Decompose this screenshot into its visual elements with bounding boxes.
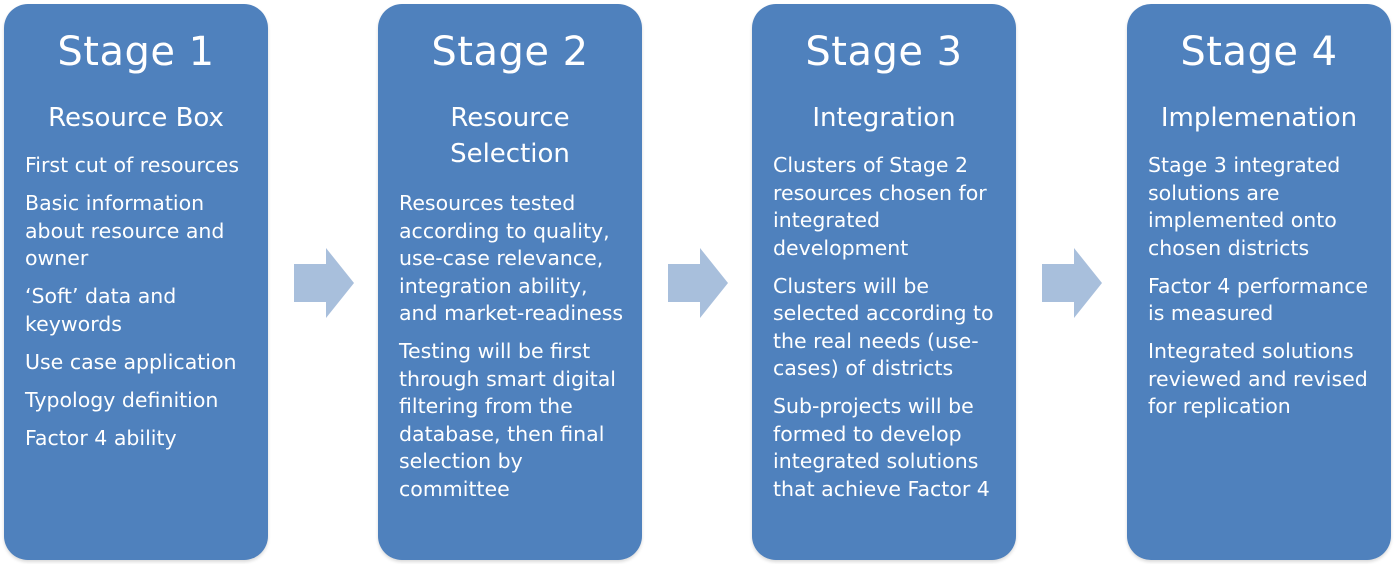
stage-item: Clusters of Stage 2 resources chosen for… <box>773 153 987 260</box>
stage-item: Use case application <box>25 349 237 374</box>
stage-subtitle: Implemenation <box>1160 103 1358 133</box>
right-arrow-icon <box>1042 248 1102 318</box>
stage-title: Stage 3 <box>805 29 963 75</box>
stage-title: Stage 1 <box>57 29 215 75</box>
stage-title: Stage 2 <box>431 29 589 75</box>
stage-1-box: Stage 1 Resource Box First cut of resour… <box>4 4 268 560</box>
stage-item: Clusters will be selected according to t… <box>773 273 994 381</box>
stage-item: Factor 4 ability <box>25 425 177 450</box>
stage-item: Integrated solutions reviewed and revise… <box>1148 339 1368 418</box>
stage-item: Basic information about resource and own… <box>25 191 225 270</box>
stage-item: First cut of resources <box>25 153 240 177</box>
stage-title: Stage 4 <box>1180 29 1338 75</box>
stage-subtitle: Resource Selection <box>450 103 570 169</box>
stage-items: First cut of resources Basic information… <box>25 152 258 463</box>
stage-item: ‘Soft’ data and keywords <box>25 284 177 336</box>
stage-3-box: Stage 3 Integration Clusters of Stage 2 … <box>752 4 1016 560</box>
stage-item: Factor 4 performance is measured <box>1148 273 1369 326</box>
right-arrow-icon <box>294 248 354 318</box>
stage-item: Testing will be first through smart digi… <box>399 339 616 501</box>
right-arrow-icon <box>668 248 728 318</box>
stage-item: Typology definition <box>25 387 219 412</box>
stage-item: Stage 3 integrated solutions are impleme… <box>1148 153 1341 260</box>
stage-item: Sub-projects will be formed to develop i… <box>773 394 990 501</box>
stage-item: Resources tested according to quality, u… <box>399 191 624 325</box>
stage-items: Resources tested according to quality, u… <box>399 190 632 514</box>
stage-items: Clusters of Stage 2 resources chosen for… <box>773 152 1006 514</box>
stage-2-box: Stage 2 Resource Selection Resources tes… <box>378 4 642 560</box>
stage-subtitle: Resource Box <box>48 103 224 133</box>
stage-subtitle: Integration <box>812 103 956 133</box>
stage-items: Stage 3 integrated solutions are impleme… <box>1148 152 1381 431</box>
stage-4-box: Stage 4 Implemenation Stage 3 integrated… <box>1127 4 1391 560</box>
